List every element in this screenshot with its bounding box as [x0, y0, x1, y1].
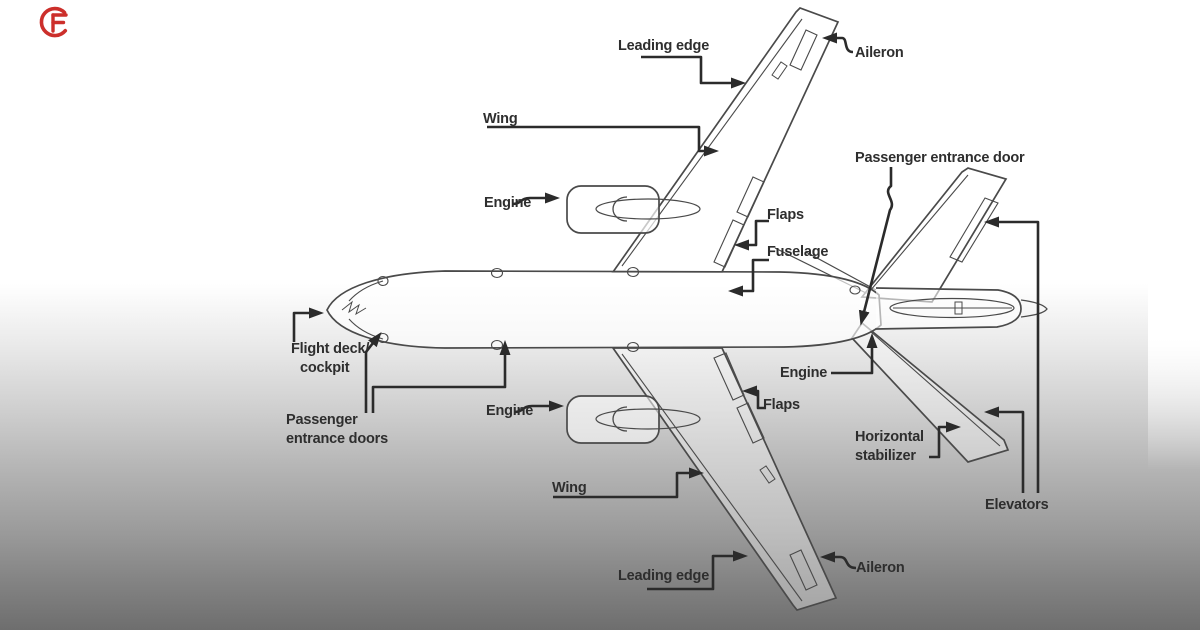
door-mark: [490, 267, 504, 279]
engine-tail-detail: [954, 301, 963, 315]
leader-flaps-top: [734, 219, 769, 251]
label-line: Flight deck/: [291, 341, 370, 357]
wing-upper-slat-box: [771, 61, 788, 80]
label-leading-edge-bottom: Leading edge: [618, 568, 710, 584]
label-line: stabilizer: [855, 448, 916, 464]
label-wing-bottom: Wing: [552, 480, 587, 496]
engine-fan-lower: [612, 406, 628, 432]
leader-leading-edge-bottom: [647, 550, 748, 591]
leader-passenger-entrance-door: [858, 167, 894, 326]
label-fuselage: Fuselage: [767, 244, 829, 260]
leader-fuselage: [728, 258, 769, 297]
stabilizer-lower-inner-line: [869, 330, 1001, 447]
leader-wing-bottom: [553, 467, 704, 499]
callout-leaders: [292, 32, 1040, 591]
leader-flight-deck: [292, 307, 324, 342]
door-mark: [626, 341, 640, 353]
leader-aileron-bottom: [820, 551, 857, 570]
door-mark: [377, 275, 389, 287]
label-line: Passenger: [286, 412, 358, 428]
label-passenger-entrance-door: Passenger entrance door: [855, 150, 1025, 166]
wing-upper-flap-1: [713, 219, 745, 268]
door-mark: [626, 266, 640, 278]
engines: [566, 185, 1048, 444]
wing-upper-aileron: [789, 29, 818, 71]
cockpit-windows: [341, 300, 367, 316]
stabilizer-upper-inner-line: [869, 174, 969, 292]
nose-inner-arc-top: [348, 280, 384, 302]
label-leading-edge-top: Leading edge: [618, 38, 710, 54]
stabilizer-root-line-upper-2: [805, 251, 877, 291]
leader-engine-tail: [831, 333, 878, 375]
tail-cone: [1020, 299, 1048, 318]
leader-engine-bottom: [513, 400, 564, 414]
wing-lower-aileron: [789, 549, 818, 591]
leader-horizontal-stabilizer: [929, 421, 961, 459]
wing-lower-flap-2: [736, 402, 765, 444]
fuselage-outline: [326, 270, 882, 349]
wing-lower-slat-line: [621, 353, 803, 602]
leader-elevators-upper: [984, 216, 1040, 493]
label-flight-deck-cockpit: Flight deck/ cockpit: [291, 340, 369, 378]
fuselage-group: [326, 266, 882, 353]
logo-circle-arc: [39, 6, 68, 38]
leader-aileron-top: [822, 32, 854, 54]
engine-core-lower: [595, 408, 701, 430]
engine-fan-upper: [612, 196, 628, 222]
label-horizontal-stabilizer: Horizontal stabilizer: [855, 428, 924, 466]
label-elevators: Elevators: [985, 497, 1049, 513]
label-engine-bottom: Engine: [486, 403, 534, 419]
leader-passenger-doors-front: [364, 331, 382, 413]
leader-engine-top: [511, 192, 560, 206]
label-engine-top: Engine: [484, 195, 532, 211]
wing-upper-flap-2: [736, 176, 765, 218]
leader-leading-edge-top: [641, 55, 746, 89]
tail-surfaces: [774, 167, 1010, 463]
leader-wing-top: [487, 125, 719, 157]
leader-passenger-doors-mid: [371, 340, 511, 413]
brand-f-monogram-icon: [39, 6, 68, 38]
elevator-upper: [949, 197, 999, 263]
label-wing-top: Wing: [483, 111, 518, 127]
label-line: cockpit: [300, 360, 350, 376]
wing-lower-slat-box: [759, 465, 776, 484]
label-aileron-top: Aileron: [855, 45, 904, 61]
label-engine-tail: Engine: [780, 365, 828, 381]
airframe: [326, 7, 1048, 611]
label-flaps-bottom: Flaps: [763, 397, 800, 413]
label-flaps-top: Flaps: [767, 207, 804, 223]
engine-core-upper: [595, 198, 701, 220]
leader-elevators-lower: [984, 406, 1025, 493]
engine-core-tail: [889, 297, 1015, 319]
label-passenger-entrance-doors: Passenger entrance doors: [286, 411, 388, 449]
label-line: entrance doors: [286, 431, 388, 447]
label-line: Horizontal: [855, 429, 924, 445]
door-mark-rear: [849, 285, 861, 295]
leader-flaps-bottom: [742, 385, 766, 410]
label-aileron-bottom: Aileron: [856, 560, 905, 576]
